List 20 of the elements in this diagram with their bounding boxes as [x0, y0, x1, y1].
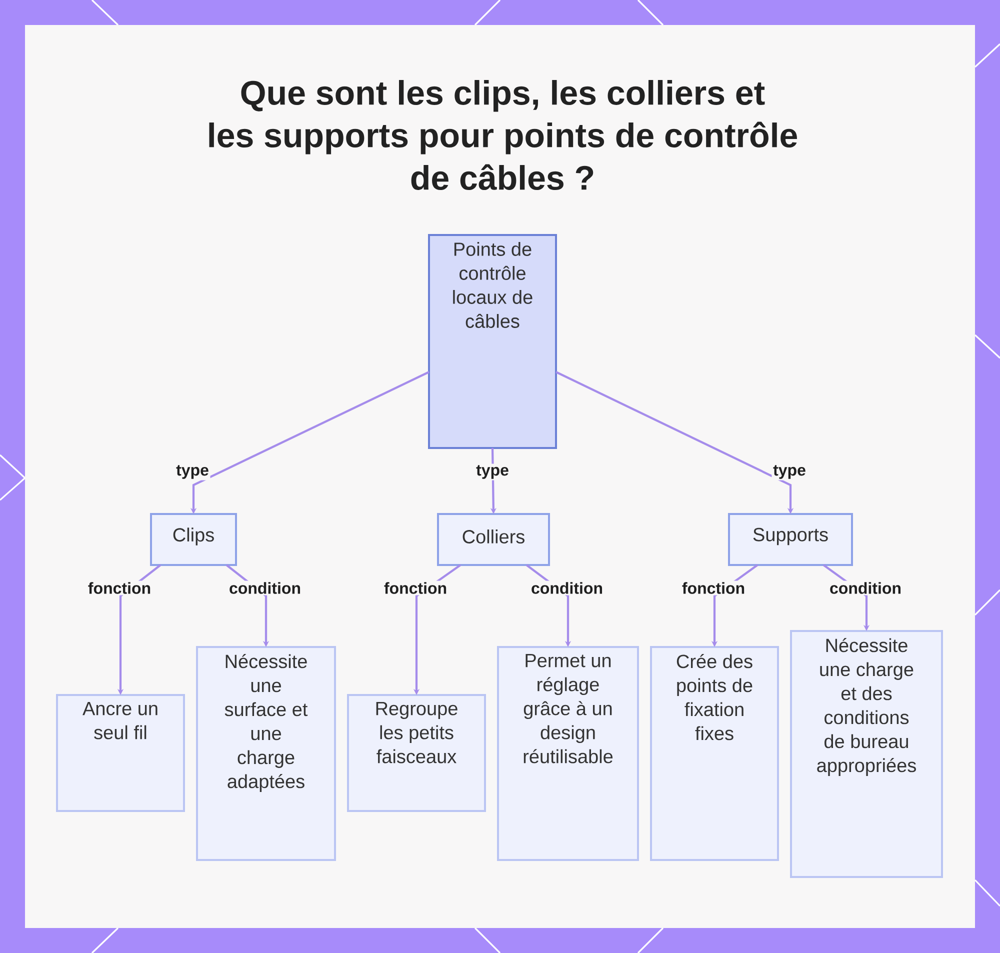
description-box: Permet un réglage grâce à un design réutilisable — [497, 646, 639, 861]
category-box: Clips — [150, 513, 237, 566]
description-box: Ancre un seul fil — [56, 694, 185, 812]
category-box: Supports — [728, 513, 853, 566]
edge-label: condition — [228, 580, 302, 596]
category-box: Colliers — [437, 513, 550, 566]
description-box: Nécessite une charge et des conditions de bureau appropriées — [790, 630, 943, 878]
edge-label: fonction — [382, 580, 448, 596]
description-box: Crée des points de fixation fixes — [650, 646, 779, 861]
edge-label: condition — [828, 580, 903, 596]
edge-label: condition — [530, 580, 604, 596]
edge-label: fonction — [680, 580, 746, 596]
description-box: Regroupe les petits faisceaux — [347, 694, 486, 812]
edge-label: type — [474, 464, 510, 480]
edge-label: type — [174, 464, 210, 480]
topic-box: Points de contrôle locaux de câbles — [428, 234, 557, 449]
description-box: Nécessite une surface et une charge adaptées — [196, 646, 336, 861]
title: Que sont les clips, les colliers et les supports pour points de contrôle de câbles ? — [209, 80, 797, 190]
edge-label: fonction — [86, 580, 152, 596]
edge-label: type — [772, 464, 808, 480]
